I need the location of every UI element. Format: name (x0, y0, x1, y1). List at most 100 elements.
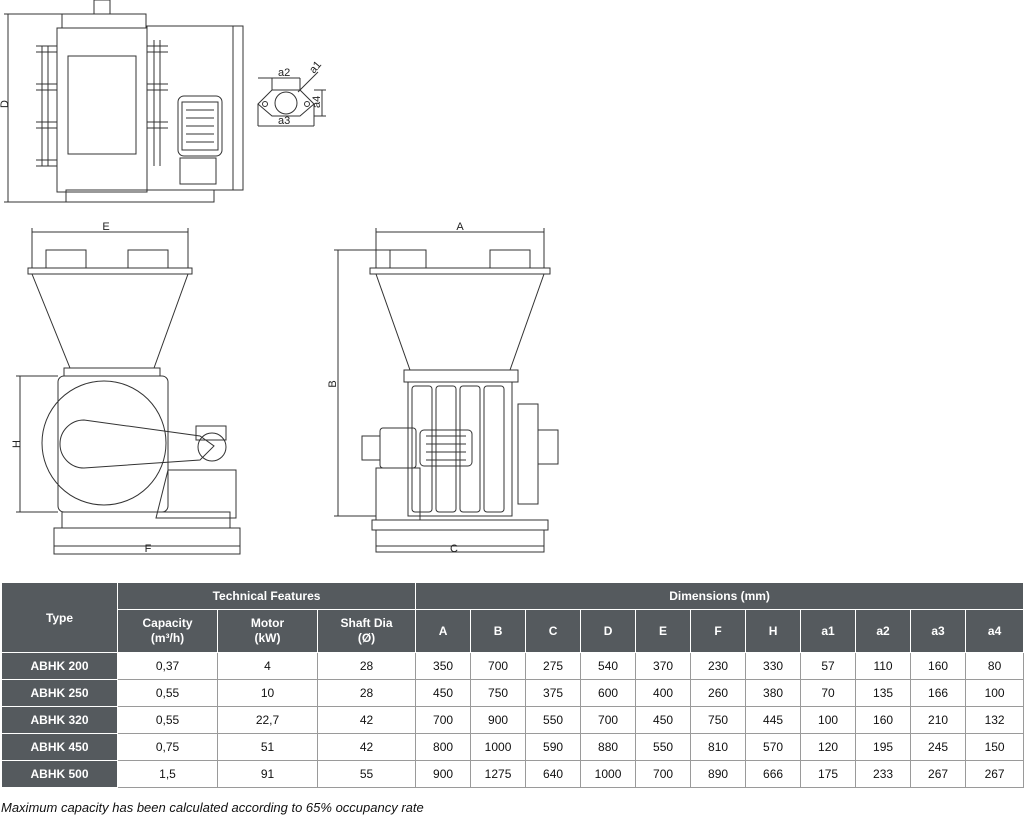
table-cell: 10 (217, 679, 318, 707)
table-cell: 260 (690, 679, 747, 707)
table-cell: 132 (965, 706, 1024, 734)
dimension-column-header: a4 (965, 609, 1024, 653)
dimension-column-header: F (690, 609, 747, 653)
top-view-drawing (4, 0, 244, 203)
table-cell: 91 (217, 760, 318, 788)
table-cell: 166 (910, 679, 967, 707)
label-C: C (450, 543, 458, 555)
table-cell: 330 (745, 652, 802, 680)
table-cell: 700 (415, 706, 472, 734)
table-cell: 0,55 (117, 706, 218, 734)
table-cell: 110 (855, 652, 912, 680)
table-cell: 750 (690, 706, 747, 734)
type-cell: ABHK 500 (1, 760, 118, 788)
table-cell: 233 (855, 760, 912, 788)
table-cell: 380 (745, 679, 802, 707)
tech-column-header: Capacity(m³/h) (117, 609, 218, 653)
table-cell: 750 (470, 679, 527, 707)
dimension-column-header: A (415, 609, 472, 653)
column-header-label: Shaft Dia (340, 616, 393, 630)
dimension-column-header: E (635, 609, 692, 653)
label-F: F (145, 543, 152, 555)
table-cell: 666 (745, 760, 802, 788)
table-cell: 370 (635, 652, 692, 680)
table-cell: 245 (910, 733, 967, 761)
front-view-drawing (334, 228, 559, 553)
dimension-column-header: C (525, 609, 582, 653)
table-cell: 700 (470, 652, 527, 680)
label-D: D (0, 100, 11, 108)
table-cell: 267 (965, 760, 1024, 788)
table-cell: 350 (415, 652, 472, 680)
column-header-label: Capacity (142, 616, 193, 630)
table-cell: 80 (965, 652, 1024, 680)
table-cell: 1000 (580, 760, 637, 788)
table-cell: 700 (635, 760, 692, 788)
table-cell: 42 (316, 706, 417, 734)
label-a4: a4 (311, 96, 323, 108)
type-cell: ABHK 200 (1, 652, 118, 680)
table-cell: 120 (800, 733, 857, 761)
table-cell: 100 (800, 706, 857, 734)
dimension-column-header: H (745, 609, 802, 653)
table-cell: 450 (415, 679, 472, 707)
label-a2: a2 (278, 67, 290, 79)
label-E: E (102, 221, 109, 233)
label-A: A (456, 221, 464, 233)
table-cell: 590 (525, 733, 582, 761)
table-cell: 890 (690, 760, 747, 788)
table-cell: 0,75 (117, 733, 218, 761)
dimension-column-header: B (470, 609, 527, 653)
table-cell: 1,5 (117, 760, 218, 788)
table-cell: 70 (800, 679, 857, 707)
flange-detail-drawing (257, 71, 326, 127)
table-cell: 160 (855, 706, 912, 734)
table-cell: 450 (635, 706, 692, 734)
label-a3: a3 (278, 115, 290, 127)
type-cell: ABHK 450 (1, 733, 118, 761)
table-cell: 175 (800, 760, 857, 788)
table-cell: 1000 (470, 733, 527, 761)
type-header: Type (1, 582, 118, 653)
technical-drawings: D a2 a1 a4 a3 E A H B F C (0, 0, 559, 555)
table-cell: 195 (855, 733, 912, 761)
table-cell: 0,55 (117, 679, 218, 707)
type-cell: ABHK 250 (1, 679, 118, 707)
dimension-column-header: D (580, 609, 637, 653)
table-cell: 900 (415, 760, 472, 788)
table-cell: 51 (217, 733, 318, 761)
table-cell: 400 (635, 679, 692, 707)
table-cell: 880 (580, 733, 637, 761)
tech-column-header: Motor(kW) (217, 609, 318, 653)
table-cell: 445 (745, 706, 802, 734)
label-a1: a1 (307, 59, 324, 76)
table-cell: 1275 (470, 760, 527, 788)
column-header-unit: (kW) (254, 631, 281, 645)
table-cell: 267 (910, 760, 967, 788)
dimension-column-header: a2 (855, 609, 912, 653)
specifications-table: Type Technical Features Dimensions (mm) … (1, 582, 1024, 788)
dimensions-header: Dimensions (mm) (415, 582, 1024, 610)
table-cell: 28 (316, 652, 417, 680)
table-cell: 570 (745, 733, 802, 761)
table-cell: 375 (525, 679, 582, 707)
table-cell: 135 (855, 679, 912, 707)
side-view-drawing (16, 228, 241, 555)
technical-features-header: Technical Features (116, 582, 417, 610)
table-cell: 550 (635, 733, 692, 761)
label-H: H (11, 440, 23, 448)
column-header-unit: (m³/h) (150, 631, 185, 645)
tech-column-header: Shaft Dia(Ø) (316, 609, 417, 653)
table-cell: 600 (580, 679, 637, 707)
table-cell: 55 (316, 760, 417, 788)
table-cell: 42 (316, 733, 417, 761)
table-cell: 700 (580, 706, 637, 734)
table-cell: 800 (415, 733, 472, 761)
label-B: B (327, 380, 339, 387)
table-cell: 550 (525, 706, 582, 734)
